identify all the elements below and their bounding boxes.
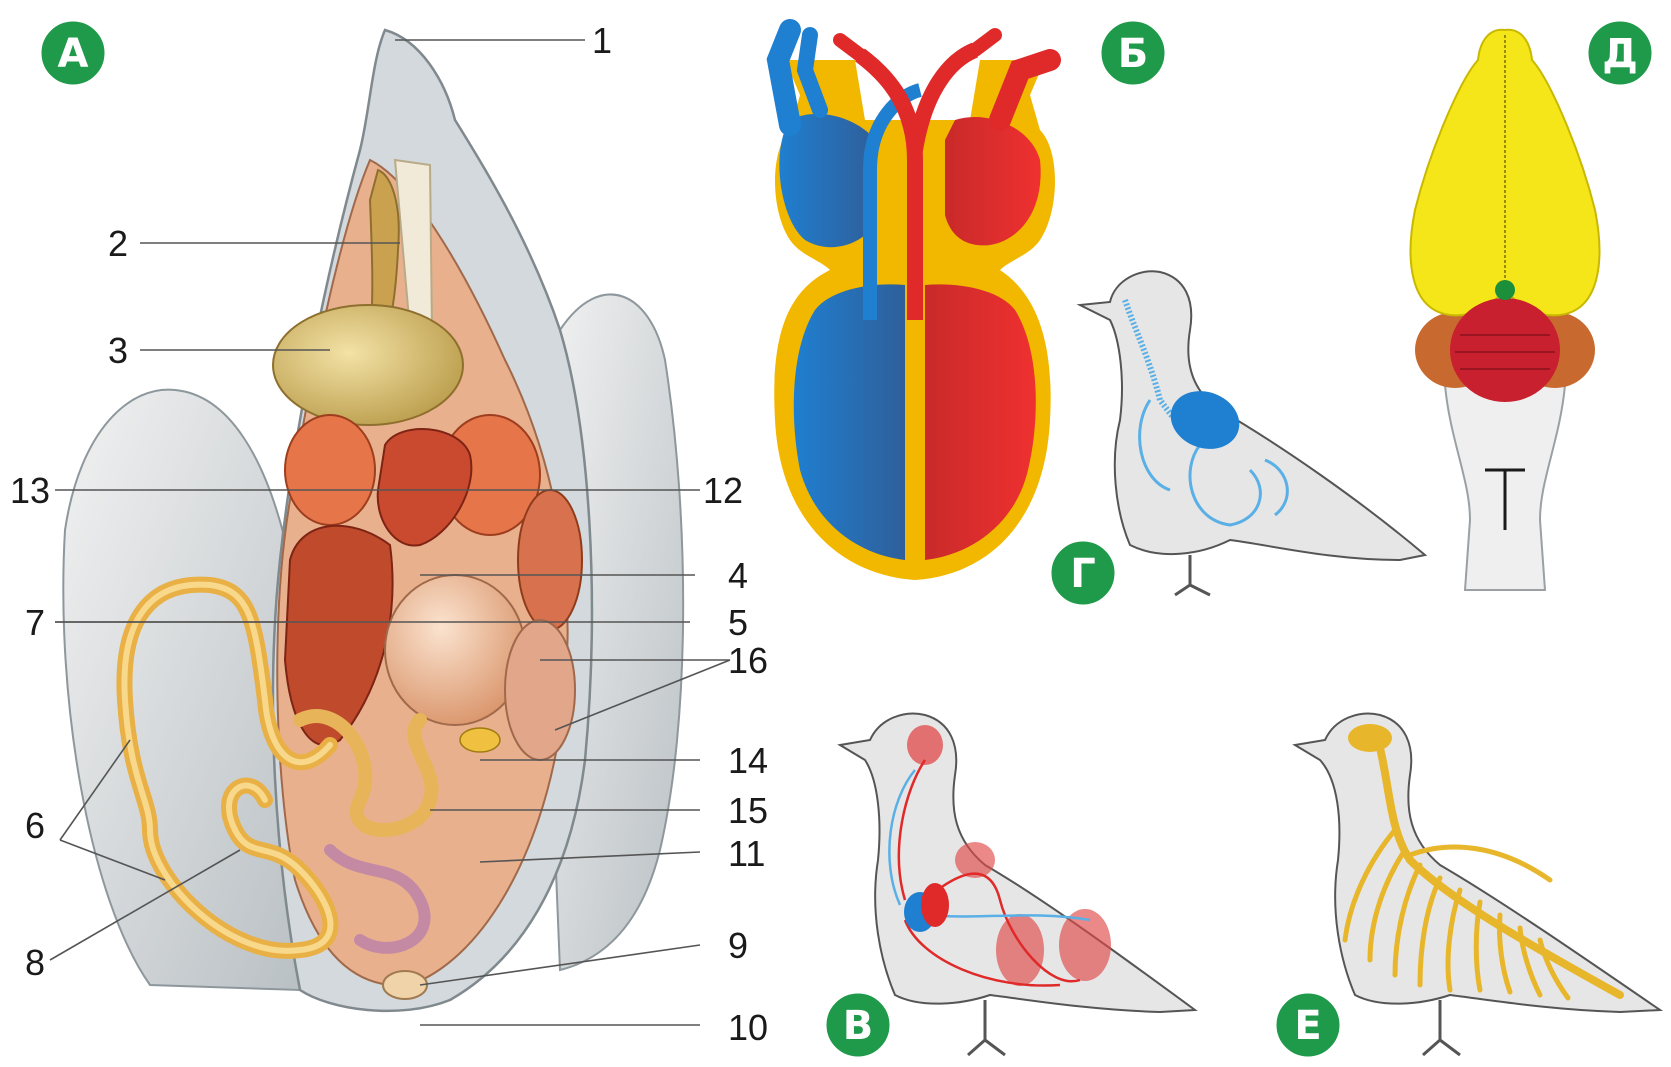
panel-e-nervous-skeleton: Е	[1275, 714, 1660, 1058]
svg-text:Д: Д	[1602, 31, 1638, 77]
label-3: 3	[108, 330, 128, 371]
panel-d-brain: Д	[1411, 20, 1653, 590]
label-10: 10	[728, 1007, 768, 1048]
bird-legs-v	[968, 1000, 1005, 1055]
label-16: 16	[728, 640, 768, 681]
pancreas	[460, 728, 500, 752]
cerebellum	[1450, 298, 1560, 402]
panel-v-circulation: В	[825, 714, 1195, 1058]
label-8: 8	[25, 942, 45, 983]
svg-text:В: В	[843, 1003, 874, 1049]
badge-d: Д	[1587, 20, 1653, 86]
svg-text:Б: Б	[1118, 31, 1149, 77]
bird-legs-g	[1175, 555, 1210, 595]
panel-g-respiratory: Г	[1050, 271, 1425, 606]
svg-text:Г: Г	[1070, 551, 1096, 597]
badge-v: В	[825, 992, 891, 1058]
label-11: 11	[728, 833, 765, 874]
kidney	[505, 620, 575, 760]
label-2: 2	[108, 223, 128, 264]
badge-g: Г	[1050, 540, 1116, 606]
left-lung	[285, 415, 375, 525]
glandular-stomach	[518, 490, 582, 630]
badge-e: Е	[1275, 992, 1341, 1058]
label-5: 5	[728, 602, 748, 643]
gizzard	[385, 575, 525, 725]
bird-legs-e	[1423, 1000, 1460, 1055]
label-6: 6	[25, 805, 45, 846]
badge-b: Б	[1100, 20, 1166, 86]
aorta-branch	[840, 35, 995, 55]
svg-text:Е: Е	[1294, 1003, 1321, 1049]
badge-a: А	[40, 20, 106, 86]
crop	[273, 305, 463, 425]
label-9: 9	[728, 925, 748, 966]
v-body-capillaries-1	[996, 914, 1044, 986]
v-head-capillaries	[907, 725, 943, 765]
label-7: 7	[25, 602, 45, 643]
label-4: 4	[728, 555, 748, 596]
panel-a-internal-organs: 1 2 3 13 12 4 7 5 16 14 6 15 11 9 8 10 А	[10, 20, 768, 1048]
vena-cava	[778, 30, 790, 125]
panel-b-heart: Б	[774, 20, 1166, 580]
label-14: 14	[728, 740, 768, 781]
label-12: 12	[703, 470, 743, 511]
e-brain	[1348, 724, 1392, 752]
label-13: 13	[10, 470, 50, 511]
pineal-body	[1495, 280, 1515, 300]
svg-text:А: А	[58, 31, 89, 77]
label-1: 1	[592, 20, 612, 61]
label-15: 15	[728, 790, 768, 831]
v-heart-left	[921, 883, 949, 927]
